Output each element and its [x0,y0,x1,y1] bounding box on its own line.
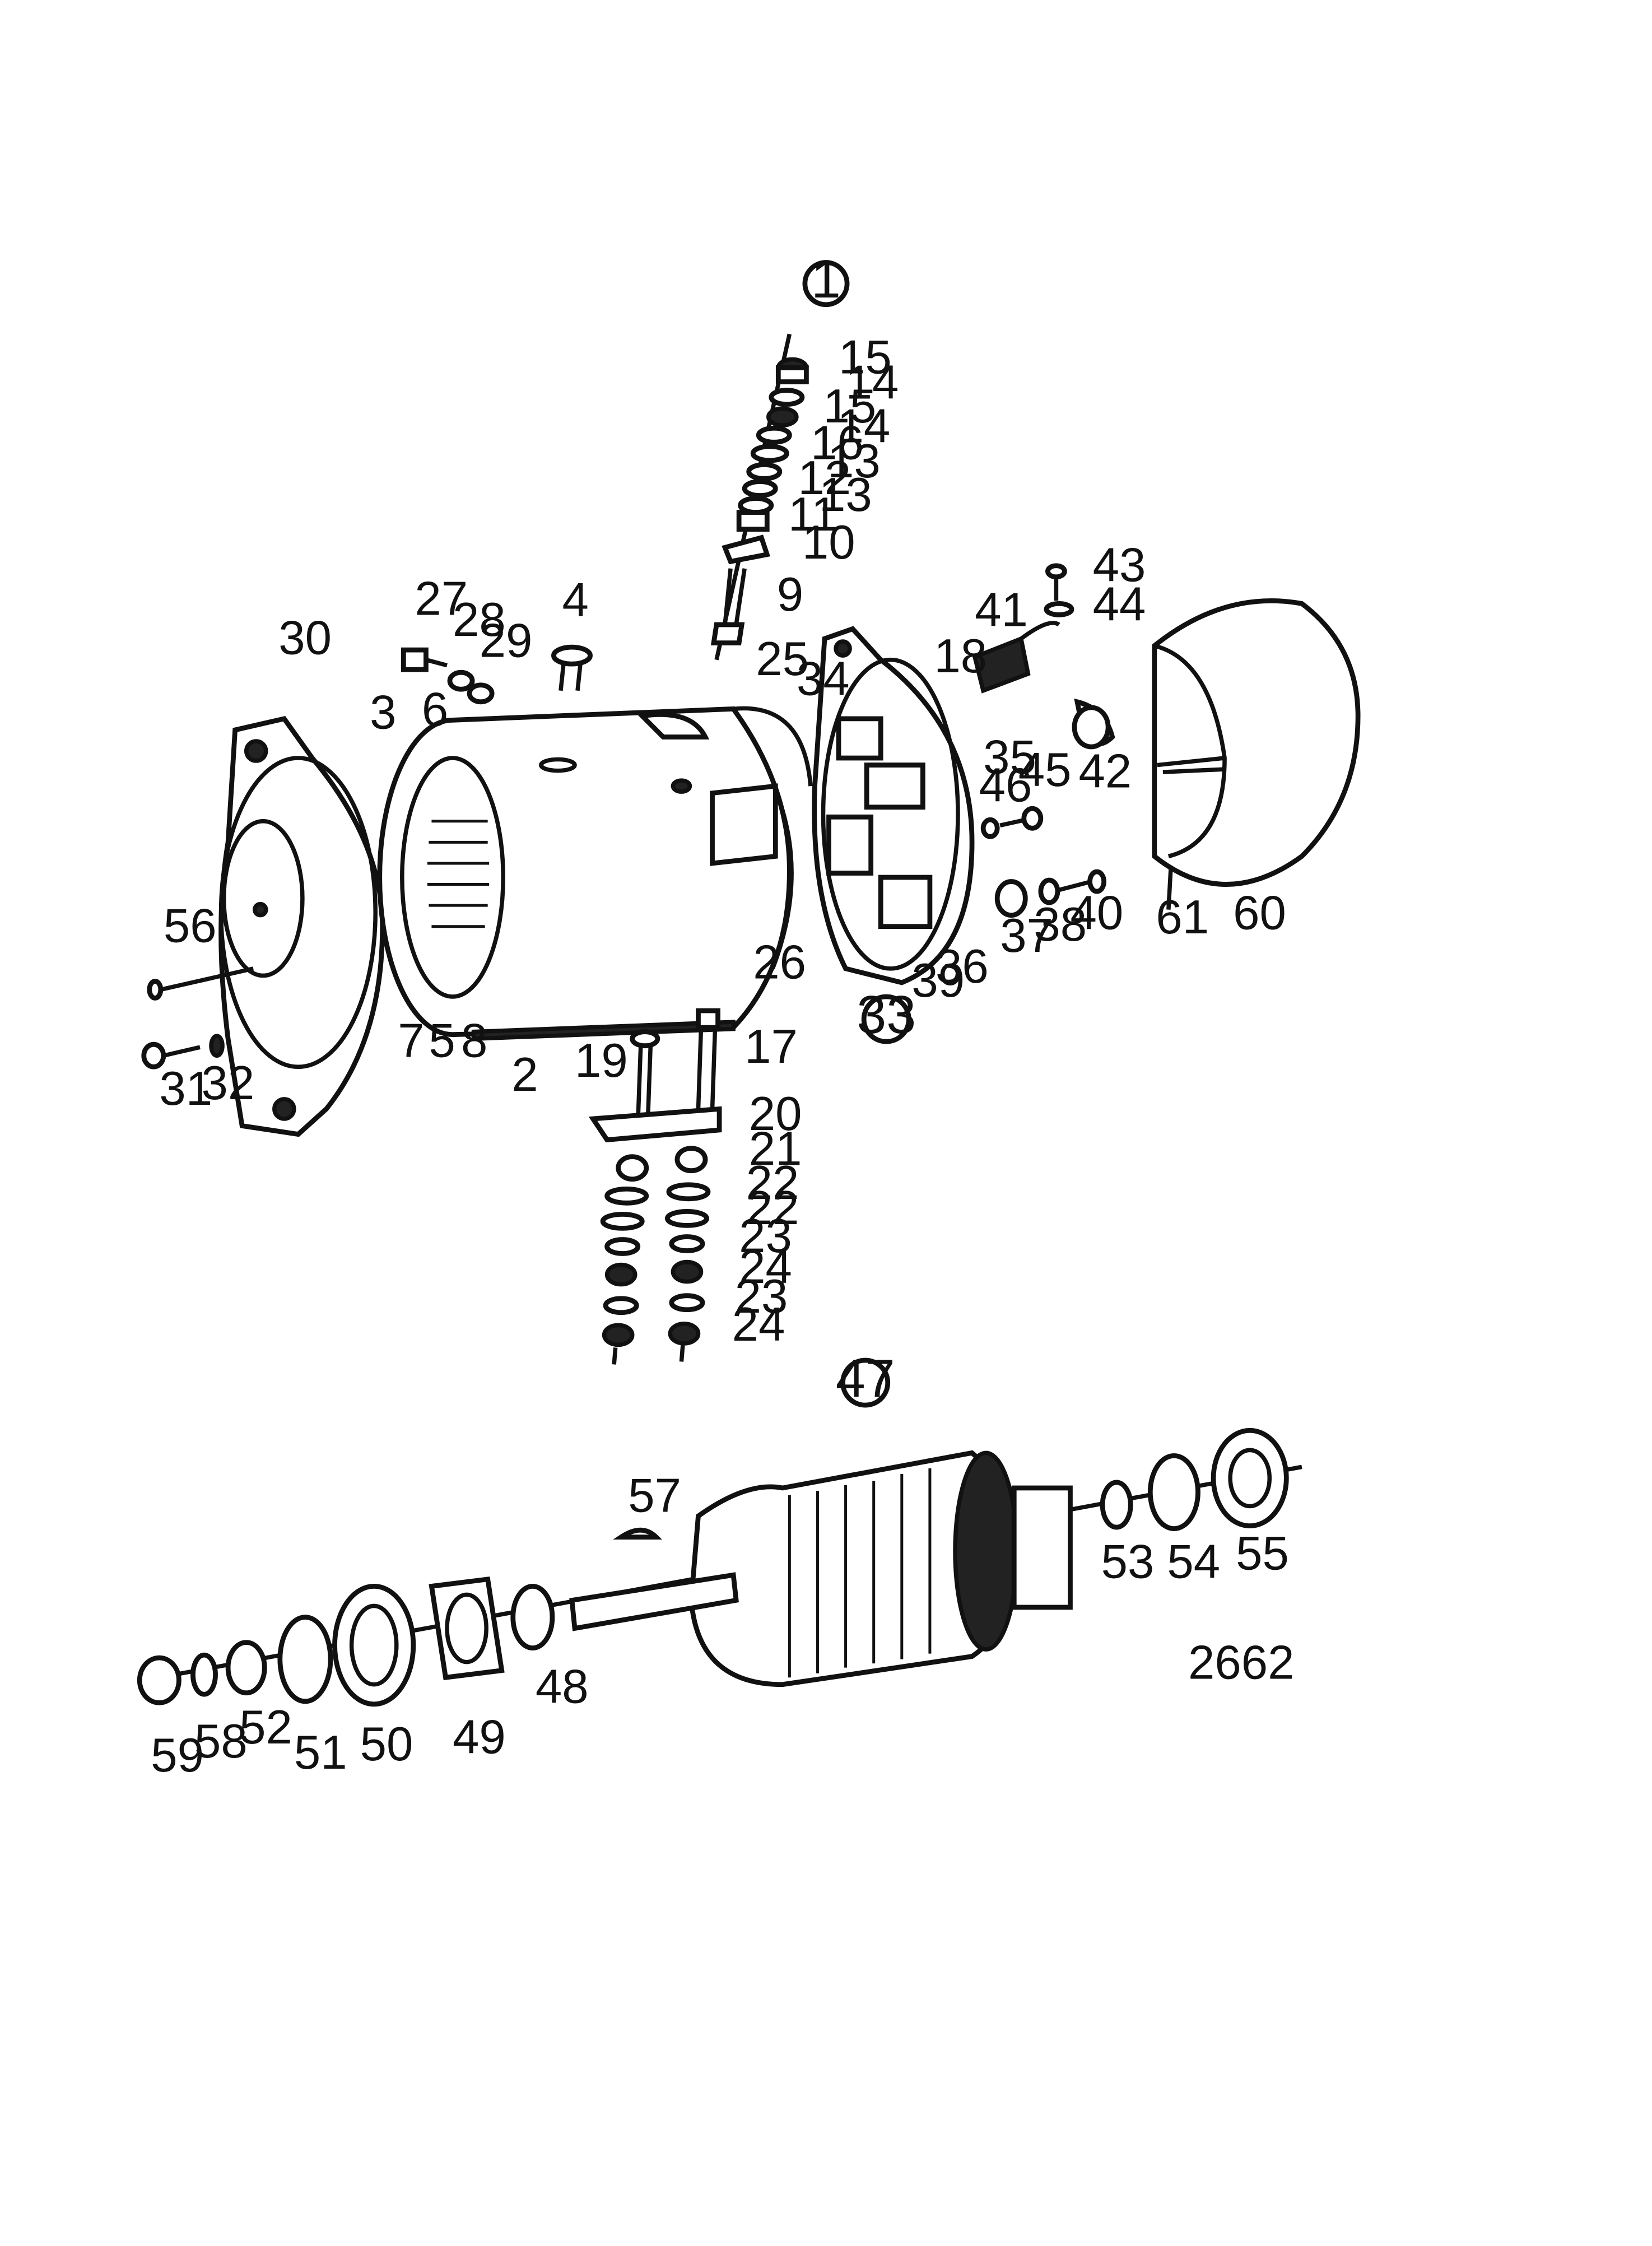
svg-text:33: 33 [857,985,916,1045]
label-8: 8 [461,1015,487,1068]
label-44: 44 [1093,578,1146,631]
terminal-stack-top [710,333,809,661]
label-24b: 24 [732,1298,785,1351]
label-40: 40 [1070,887,1123,940]
label-37: 37 [1000,909,1053,962]
screw-56 [147,966,254,1001]
bolt-27-washers [401,647,495,705]
label-22a: 22 [746,1156,799,1210]
label-24a: 24 [739,1240,792,1294]
cover-band-60 [1152,598,1361,887]
label-30: 30 [278,612,332,665]
label-35: 35 [983,731,1036,784]
armature-small-parts [137,1427,1289,1707]
label-49: 49 [453,1711,506,1764]
label-13a: 13 [827,435,881,488]
label-60: 60 [1233,887,1286,940]
label-11: 11 [788,488,837,541]
label-32: 32 [201,1057,254,1110]
label-3: 3 [370,686,396,739]
label-52: 52 [239,1701,292,1754]
label-2: 2 [511,1048,538,1101]
label-4: 4 [562,574,588,627]
label-15a: 15 [839,331,892,384]
svg-text:1: 1 [811,250,841,309]
assembly-ref-33: 33 [857,985,916,1045]
label-23a: 23 [739,1210,792,1263]
spring-42 [1072,698,1115,750]
label-7: 7 [398,1015,424,1068]
label-10: 10 [802,516,855,569]
label-20: 20 [749,1087,802,1141]
label-27: 27 [415,572,468,625]
parts-37-38-40 [994,869,1106,918]
label-28: 28 [453,593,506,647]
drive-end-bracket [218,715,385,1137]
label-58: 58 [194,1715,248,1768]
assembly-ref-47: 47 [836,1349,895,1408]
assembly-ref-1: 1 [802,250,850,309]
label-53: 53 [1101,1535,1155,1588]
drawing-number: 2662 [1188,1636,1295,1690]
screw-31-washer-32 [141,1034,225,1069]
label-59: 59 [151,1729,204,1782]
label-55: 55 [1236,1527,1289,1580]
screw-43-washer-44 [1044,563,1074,617]
label-26: 26 [753,936,806,989]
label-54: 54 [1167,1535,1220,1588]
label-15b: 15 [823,380,876,433]
label-29: 29 [480,615,533,668]
label-12: 12 [798,452,851,505]
label-51: 51 [294,1726,347,1779]
label-31: 31 [159,1062,212,1115]
label-5: 5 [429,1015,455,1068]
label-21: 21 [749,1123,802,1176]
label-16: 16 [811,416,864,469]
label-13b: 13 [819,468,872,522]
svg-text:47: 47 [836,1349,895,1408]
label-48: 48 [536,1660,589,1713]
label-42: 42 [1079,745,1132,798]
yoke-housing [377,706,813,1041]
part-labels: 15 14 15 14 16 13 12 13 11 10 9 4 27 28 … [151,331,1294,1782]
label-22b: 22 [746,1182,799,1235]
label-18: 18 [934,630,987,683]
label-14b: 14 [837,399,891,453]
label-17: 17 [744,1020,798,1073]
label-39: 39 [911,954,965,1007]
screw-45-washer-46 [980,806,1044,839]
label-41: 41 [975,584,1028,637]
brush-41 [972,621,1060,694]
label-46: 46 [979,759,1032,812]
label-57: 57 [628,1470,681,1523]
label-9: 9 [777,568,803,621]
terminal-stack-bottom [588,1008,722,1365]
label-34: 34 [797,652,850,705]
label-43: 43 [1093,538,1146,592]
screw-4 [551,644,593,691]
label-14a: 14 [846,356,899,410]
label-19: 19 [575,1034,628,1087]
label-23b: 23 [735,1270,788,1323]
label-38: 38 [1034,898,1087,951]
label-45: 45 [1018,743,1072,797]
label-6: 6 [422,683,448,736]
label-61: 61 [1156,891,1209,944]
label-36: 36 [936,940,989,993]
label-25: 25 [756,633,809,686]
label-50: 50 [360,1718,413,1771]
label-56: 56 [164,899,217,952]
brush-holder-plate [812,626,975,985]
